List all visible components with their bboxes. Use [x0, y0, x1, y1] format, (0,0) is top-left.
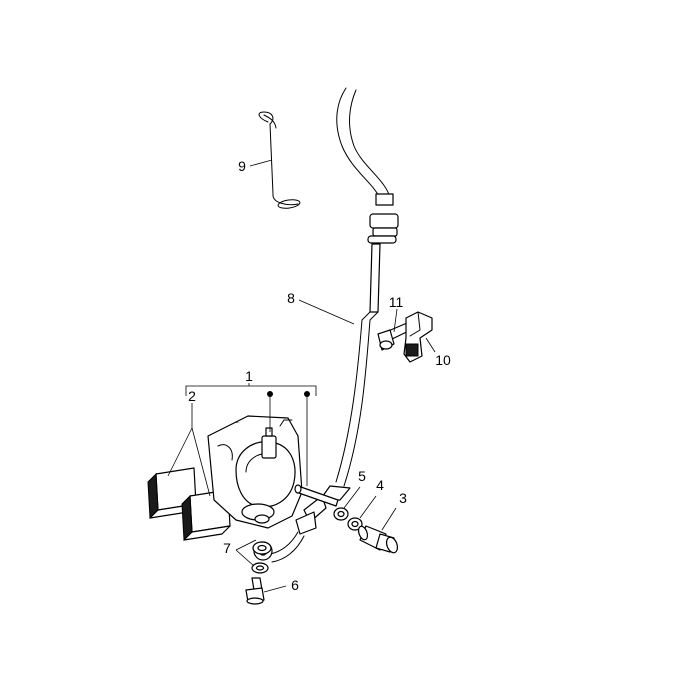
- part-9-wire-clip: [258, 111, 301, 209]
- callout-5: 5: [358, 468, 366, 484]
- callout-10: 10: [435, 352, 451, 368]
- part-5-washer: [333, 507, 349, 521]
- callout-7: 7: [223, 540, 231, 556]
- callout-1-dot-b: [304, 391, 310, 397]
- part-2-brake-pads: [147, 467, 231, 542]
- callout-8: 8: [287, 290, 295, 306]
- part-7-washers: [251, 541, 272, 574]
- part-6-bleed-screw: [245, 577, 265, 605]
- part-4-washer: [347, 517, 363, 531]
- callout-2: 2: [188, 388, 196, 404]
- callout-1: 1: [245, 368, 253, 384]
- callout-11: 11: [389, 294, 404, 310]
- leader-lines: [167, 159, 436, 593]
- callout-1-dot-a: [267, 391, 273, 397]
- callout-4: 4: [376, 477, 384, 493]
- part-3-socket-bolt: [357, 525, 399, 554]
- callout-6: 6: [291, 577, 299, 593]
- part-1-brake-caliper: [207, 415, 339, 529]
- callout-3: 3: [399, 490, 407, 506]
- part-10-hose-bracket: [403, 311, 433, 363]
- callout-labels: 1 2 3 4 5 6 7 8 9 10 11: [188, 158, 451, 593]
- callout-9: 9: [238, 158, 246, 174]
